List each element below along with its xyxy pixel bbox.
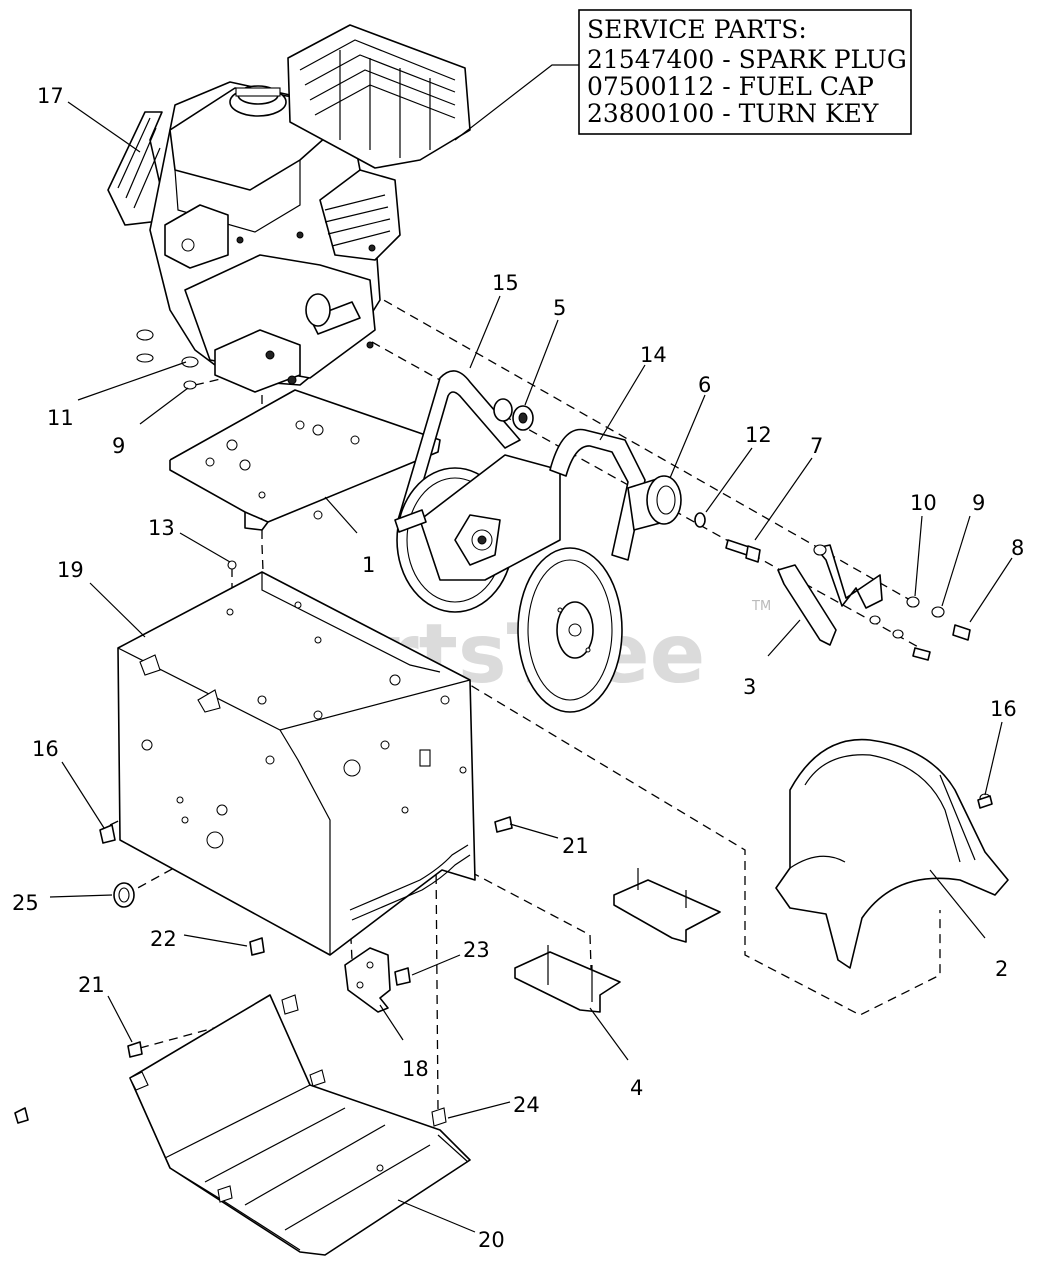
service-parts-box: SERVICE PARTS: 21547400 - SPARK PLUG 075… — [454, 9, 912, 141]
callout-22: 22 — [150, 927, 248, 951]
callout-8: 8 — [969, 536, 1024, 623]
service-line-2: 07500112 - FUEL CAP — [587, 72, 874, 101]
callout-17-label: 17 — [37, 84, 64, 108]
callout-25-label: 25 — [12, 891, 39, 915]
callout-16b: 16 — [984, 697, 1017, 796]
callout-14-label: 14 — [640, 343, 667, 367]
engine-pulley-6 — [627, 475, 682, 531]
callout-9a-label: 9 — [112, 434, 125, 458]
mount-plate — [169, 389, 441, 531]
callout-6-label: 6 — [698, 373, 711, 397]
callout-13-label: 13 — [148, 516, 175, 540]
idler-bracket-3 — [777, 544, 971, 661]
bearings-5 — [493, 398, 534, 431]
callout-20: 20 — [397, 1199, 505, 1252]
callout-23-label: 23 — [463, 938, 490, 962]
callout-4-label: 4 — [630, 1076, 643, 1100]
callout-20-label: 20 — [478, 1228, 505, 1252]
callout-24-label: 24 — [513, 1093, 540, 1117]
callout-12: 12 — [705, 423, 772, 513]
callout-18: 18 — [379, 1004, 429, 1081]
callout-22-label: 22 — [150, 927, 177, 951]
callout-10-label: 10 — [910, 491, 937, 515]
callout-23: 23 — [411, 938, 490, 976]
callout-13: 13 — [148, 516, 231, 563]
callout-8-label: 8 — [1011, 536, 1024, 560]
service-box-title: SERVICE PARTS: — [587, 15, 807, 44]
callout-5: 5 — [524, 296, 566, 406]
callout-1: 1 — [324, 496, 375, 577]
frame-hardware — [99, 560, 513, 956]
callout-17: 17 — [37, 84, 141, 153]
callout-14: 14 — [599, 343, 667, 441]
callout-18-label: 18 — [402, 1057, 429, 1081]
service-line-3: 23800100 - TURN KEY — [587, 99, 879, 128]
callout-4: 4 — [589, 1007, 643, 1100]
bracket-18 — [344, 947, 411, 1013]
callout-1-label: 1 — [362, 553, 375, 577]
callout-11: 11 — [47, 361, 187, 430]
callout-11-label: 11 — [47, 406, 74, 430]
belt-cover-2 — [775, 738, 1009, 969]
callout-5-label: 5 — [553, 296, 566, 320]
callout-7-label: 7 — [810, 434, 823, 458]
callout-12-label: 12 — [745, 423, 772, 447]
hardware-12-7 — [694, 512, 761, 563]
auger-pulley — [394, 454, 561, 613]
watermark-tm: TM — [751, 599, 771, 614]
engine-assembly — [107, 24, 471, 393]
callout-2: 2 — [929, 869, 1008, 981]
callout-21a: 21 — [509, 823, 589, 858]
callout-2-label: 2 — [995, 957, 1008, 981]
callout-16a-label: 16 — [32, 737, 59, 761]
callout-25: 25 — [12, 891, 113, 915]
drive-pulley — [517, 547, 623, 713]
callout-19-label: 19 — [57, 558, 84, 582]
belt-15 — [397, 370, 521, 521]
callout-21b-label: 21 — [78, 973, 105, 997]
callout-10: 10 — [910, 491, 937, 597]
callout-21a-label: 21 — [562, 834, 589, 858]
belt-14 — [549, 428, 646, 561]
callout-9b-label: 9 — [972, 491, 985, 515]
callout-9a: 9 — [112, 387, 189, 458]
callout-21b: 21 — [78, 973, 133, 1043]
service-line-1: 21547400 - SPARK PLUG — [587, 45, 907, 74]
callout-19: 19 — [57, 558, 146, 638]
callout-24: 24 — [447, 1093, 540, 1119]
skid-plate-upper — [613, 868, 721, 943]
loose-hardware — [136, 329, 199, 390]
callout-15: 15 — [469, 271, 519, 369]
callout-3: 3 — [743, 619, 801, 699]
callout-15-label: 15 — [492, 271, 519, 295]
frame-19 — [117, 571, 476, 956]
bottom-pan-20 — [14, 994, 471, 1256]
callout-16a: 16 — [32, 737, 105, 829]
callout-3-label: 3 — [743, 675, 756, 699]
callout-7: 7 — [754, 434, 823, 541]
callout-6: 6 — [669, 373, 711, 479]
callout-9b: 9 — [941, 491, 985, 607]
skid-plate-4 — [514, 945, 621, 1013]
callout-16b-label: 16 — [990, 697, 1017, 721]
